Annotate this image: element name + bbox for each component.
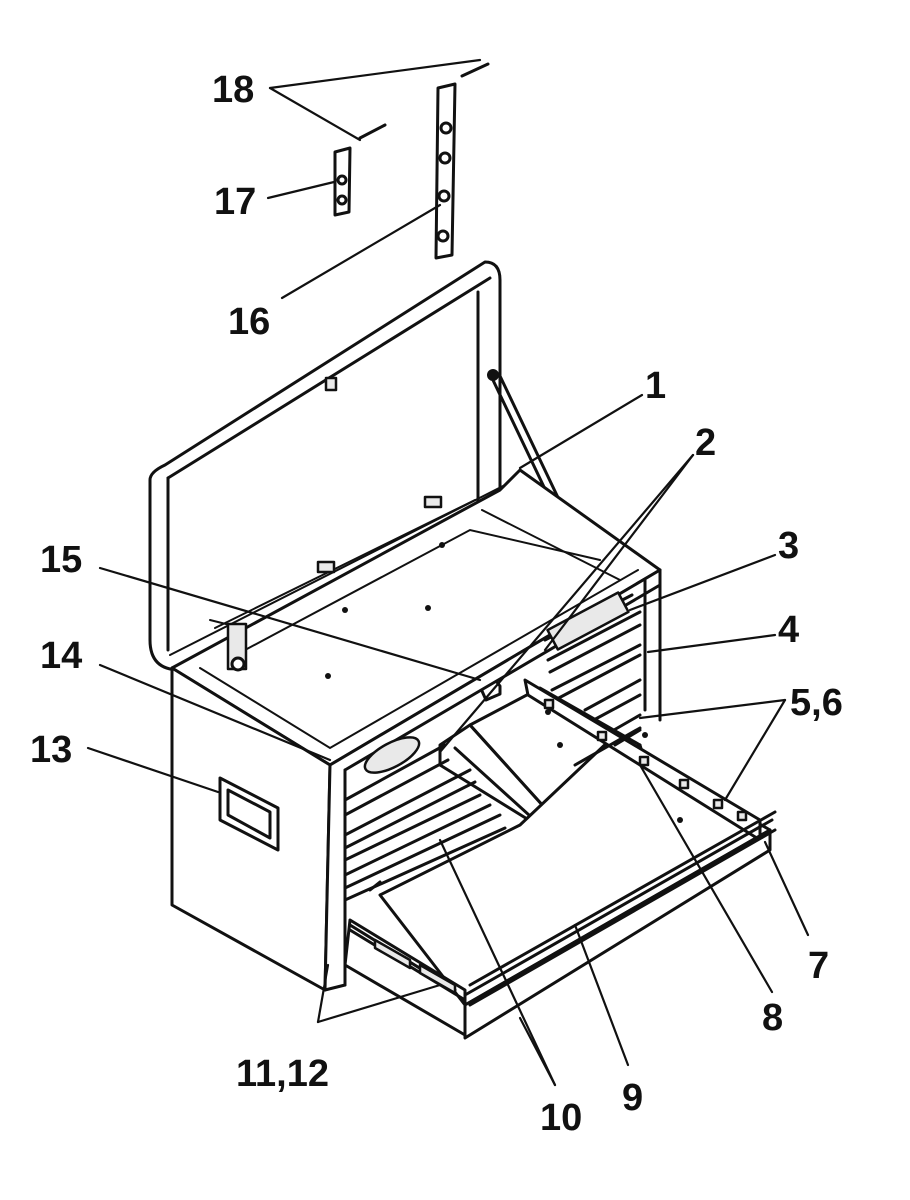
callout-13: 13	[30, 729, 72, 771]
callout-2: 2	[695, 422, 716, 464]
leader-lines	[86, 58, 810, 1087]
callout-1: 1	[645, 365, 666, 407]
callout-9: 9	[622, 1077, 643, 1119]
hinge-plate-long	[434, 82, 457, 260]
large-open-drawer	[343, 678, 777, 1040]
left-drawer-slides	[343, 743, 507, 902]
hinge-pins	[358, 62, 490, 140]
callout-8: 8	[762, 997, 783, 1039]
callout-10: 10	[540, 1097, 582, 1139]
chest-lid	[148, 260, 516, 672]
callout-14: 14	[40, 635, 82, 677]
callout-11-12: 11,12	[236, 1053, 329, 1095]
hinge-plate-short	[333, 146, 352, 217]
chest-body	[170, 468, 662, 992]
callout-5-6: 5,6	[790, 682, 843, 724]
callout-15: 15	[40, 539, 82, 581]
callout-labels: 18 17 16 1 2 3 4 5,6 7 8 9 10 11,12 13 1…	[30, 69, 843, 1139]
callout-18: 18	[212, 69, 254, 111]
callout-16: 16	[228, 301, 270, 343]
callout-3: 3	[778, 525, 799, 567]
callout-17: 17	[214, 181, 256, 223]
callout-7: 7	[808, 945, 829, 987]
callout-4: 4	[778, 609, 799, 651]
